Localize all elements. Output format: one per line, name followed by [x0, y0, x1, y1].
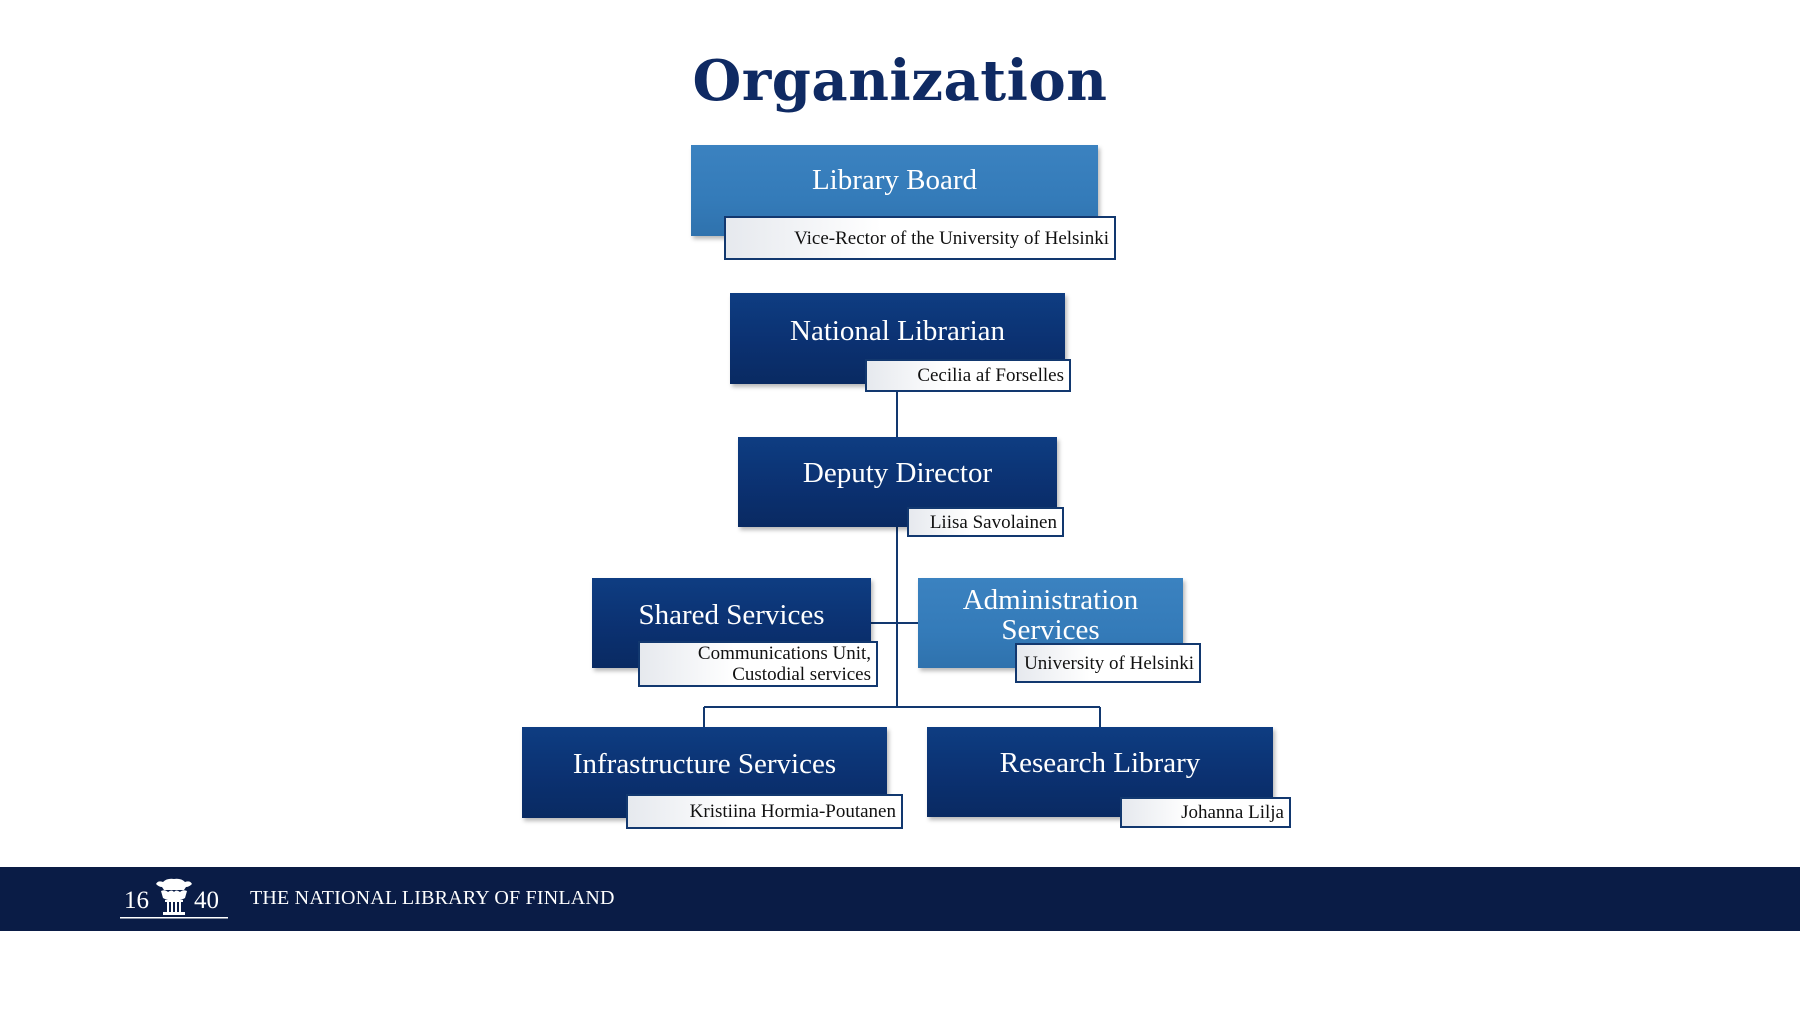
node-label: Research Library	[999, 747, 1201, 779]
library-logo: 16 40	[120, 878, 228, 919]
node-sub-deputy-director: Liisa Savolainen	[907, 507, 1064, 537]
node-label: Library Board	[811, 164, 978, 196]
node-sub-label: Cecilia af Forselles	[917, 365, 1064, 386]
node-label-line-1: Administration	[962, 584, 1139, 616]
footer-bar: 16 40 THE NATIONAL LIBRARY OF FINLAND	[0, 867, 1800, 931]
corinthian-capital-icon	[156, 878, 192, 915]
node-sub-line-2: Custodial services	[732, 664, 871, 685]
node-sub-label: University of Helsinki	[1024, 652, 1194, 674]
logo-underline	[120, 917, 228, 919]
logo-year-left: 16	[124, 887, 149, 914]
node-sub-label: Vice-Rector of the University of Helsink…	[794, 227, 1109, 249]
node-sub-library-board: Vice-Rector of the University of Helsink…	[724, 216, 1116, 260]
page-title: Organization	[692, 48, 1108, 114]
node-deputy-director: Deputy Director	[738, 437, 1057, 527]
node-sub-line-1: Communications Unit,	[697, 643, 871, 664]
logo-year-right: 40	[194, 887, 219, 914]
node-sub-administration-services: University of Helsinki	[1015, 643, 1201, 683]
node-sub-shared-services: Communications Unit, Custodial services	[638, 641, 878, 687]
org-name: THE NATIONAL LIBRARY OF FINLAND	[250, 887, 615, 909]
node-sub-label: Liisa Savolainen	[929, 511, 1057, 533]
node-label: Shared Services	[638, 599, 825, 631]
node-label: Infrastructure Services	[572, 748, 837, 780]
node-label: National Librarian	[790, 315, 1005, 347]
node-sub-infrastructure-services: Kristiina Hormia-Poutanen	[626, 794, 903, 829]
node-sub-label: Kristiina Hormia-Poutanen	[689, 801, 896, 822]
node-sub-research-library: Johanna Lilja	[1120, 797, 1291, 828]
node-sub-label: Johanna Lilja	[1181, 802, 1284, 823]
node-label-line-2: Services	[1001, 614, 1100, 646]
node-sub-national-librarian: Cecilia af Forselles	[865, 359, 1071, 392]
node-label: Deputy Director	[802, 457, 993, 489]
